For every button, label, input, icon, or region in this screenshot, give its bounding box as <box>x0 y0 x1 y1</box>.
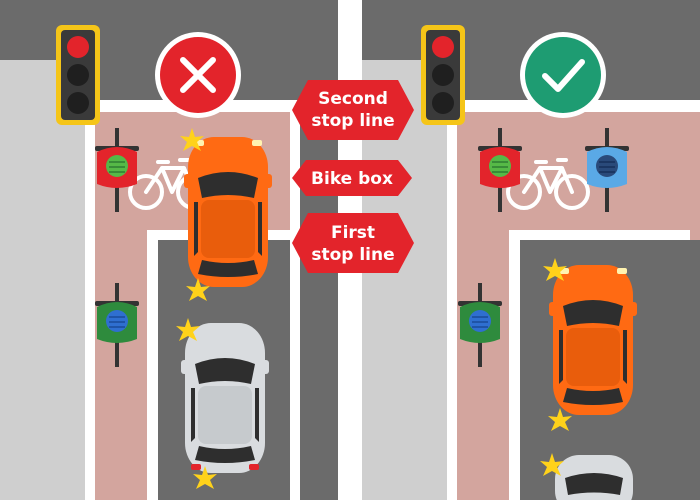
left-scene <box>0 0 338 500</box>
sidewalk <box>0 60 85 500</box>
orange-car-icon <box>184 137 272 287</box>
traffic-light-icon <box>421 25 465 125</box>
first-stop-line-label-1: First <box>331 223 375 243</box>
right-scene <box>362 0 700 500</box>
silver-car-icon <box>181 323 269 473</box>
right-badge <box>525 37 601 113</box>
callout-bike-box: Bike box <box>292 160 412 196</box>
orange-car-icon <box>549 265 637 415</box>
callout-second-stop-line: Second stop line <box>292 80 414 140</box>
cross-mark-icon <box>180 57 216 93</box>
second-stop-line-label-2: stop line <box>311 111 394 131</box>
second-stop-line-label-1: Second <box>318 89 388 109</box>
first-stop-line-label-2: stop line <box>311 245 394 265</box>
silver-car-icon <box>555 455 633 500</box>
callout-first-stop-line: First stop line <box>292 213 414 273</box>
bike-box-label: Bike box <box>311 169 393 189</box>
check-mark-icon <box>542 59 585 92</box>
traffic-light-icon <box>56 25 100 125</box>
